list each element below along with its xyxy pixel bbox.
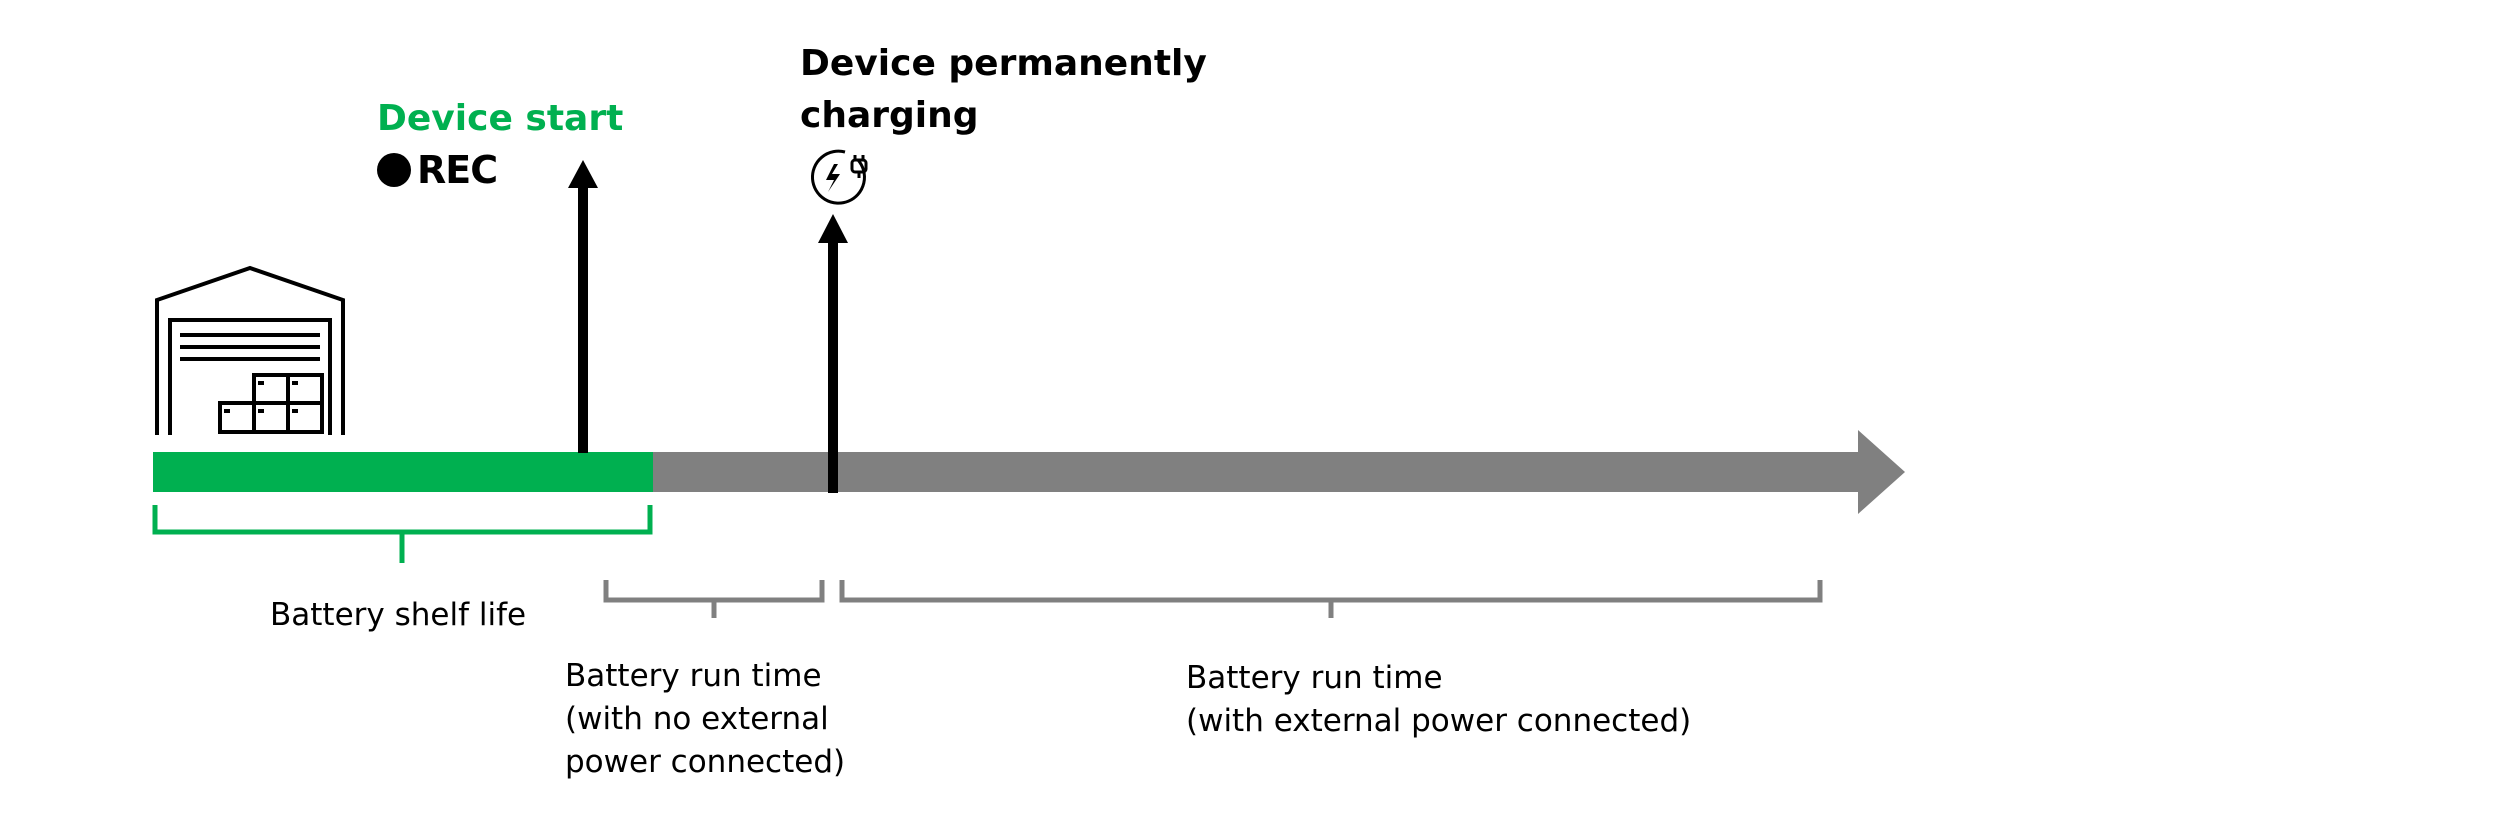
shelf-life-segment — [153, 452, 653, 492]
shelf-life-label: Battery shelf life — [270, 597, 527, 633]
device-start-arrow — [568, 160, 598, 453]
charging-plug-icon — [810, 149, 868, 205]
run-time-no-power-label: Battery run time (with no external power… — [565, 658, 846, 780]
record-dot-icon — [377, 153, 411, 187]
device-start-label: Device start — [377, 98, 624, 139]
charging-arrow — [818, 214, 848, 493]
run-time-with-power-bracket — [839, 580, 1823, 618]
rec-indicator: REC — [377, 148, 498, 192]
run-time-with-power-label: Battery run time (with external power co… — [1186, 660, 1692, 739]
timeline-arrow — [650, 430, 1905, 514]
permanent-charging-label: Device permanently charging — [800, 43, 1207, 136]
run-time-no-power-bracket — [603, 580, 825, 618]
warehouse-icon — [155, 265, 345, 435]
rec-label: REC — [417, 148, 498, 192]
shelf-life-bracket — [152, 505, 653, 563]
